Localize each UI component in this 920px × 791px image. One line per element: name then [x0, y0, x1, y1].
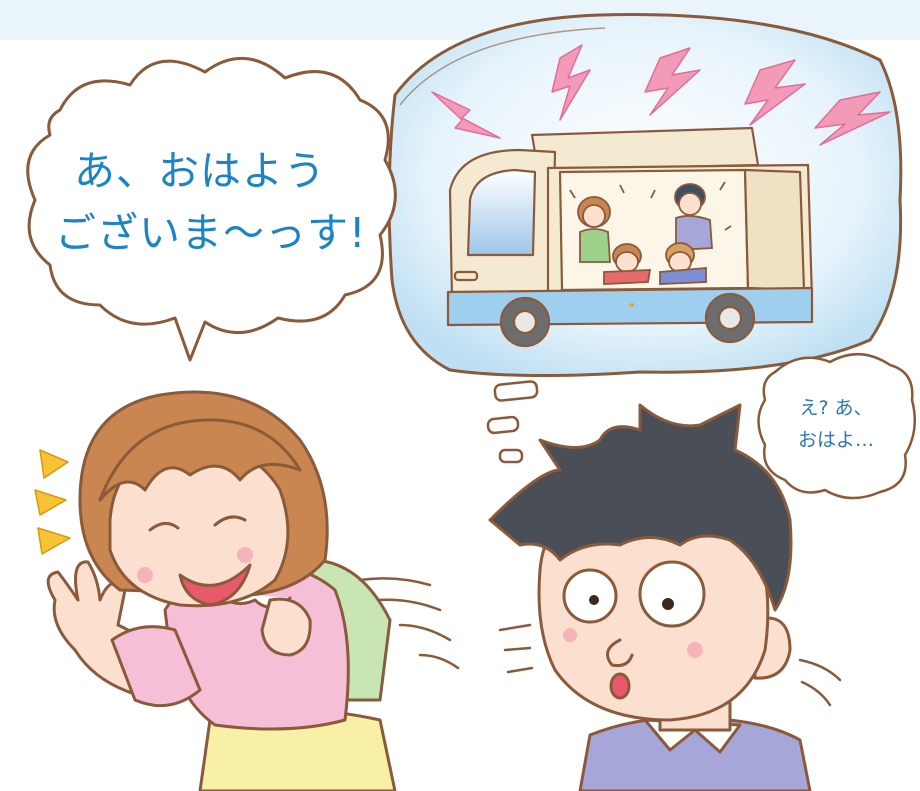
lightning-icon [644, 47, 701, 116]
boy-speech-line: え? あ、 [799, 397, 873, 419]
lightning-icon-group [431, 44, 891, 146]
boy-speech-text: え? あ、 おはよ… [770, 392, 902, 456]
triangle-icon [34, 489, 67, 516]
lightning-icon [431, 91, 501, 139]
lightning-icon [744, 59, 806, 126]
girl-speech-bubble [26, 57, 397, 362]
triangle-icon-group [34, 449, 71, 555]
triangle-icon [37, 527, 71, 555]
triangle-icon [39, 449, 69, 479]
motion-lines [358, 577, 460, 670]
lightning-icon [551, 44, 591, 121]
boy [488, 403, 812, 791]
girl [46, 390, 397, 791]
truck-passengers [569, 181, 732, 285]
boy-speech-line: おはよ… [797, 429, 874, 451]
lightning-icon [814, 91, 891, 146]
truck [446, 126, 814, 348]
motion-lines [498, 623, 842, 707]
boy-speech-bubble [757, 352, 917, 500]
thought-bubble-tail [486, 380, 539, 464]
girl-speech-line: あ、おはよう [74, 147, 326, 195]
girl-speech-line: ございま〜っす! [55, 209, 367, 257]
girl-speech-text: あ、おはよう ございま〜っす! [55, 140, 367, 264]
